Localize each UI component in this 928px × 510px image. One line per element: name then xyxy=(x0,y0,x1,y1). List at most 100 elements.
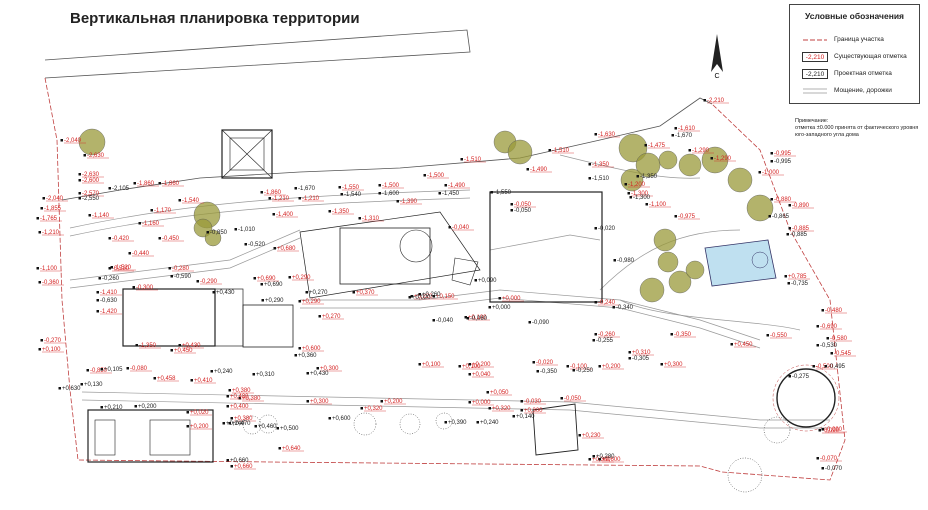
svg-text:-1,300: -1,300 xyxy=(633,195,651,201)
svg-text:-1,860: -1,860 xyxy=(162,181,180,187)
svg-text:-1,310: -1,310 xyxy=(362,216,380,222)
svg-text:+0,430: +0,430 xyxy=(182,343,201,349)
existing-elevation-label: -1,200 xyxy=(624,182,650,188)
existing-elevation-label: -1,100 xyxy=(645,202,671,208)
svg-text:-0,270: -0,270 xyxy=(44,338,62,344)
round-lawn xyxy=(776,368,836,428)
svg-text:-1,550: -1,550 xyxy=(342,185,360,191)
svg-text:-0,340: -0,340 xyxy=(616,305,634,311)
existing-elevation-label: -1,520 xyxy=(110,265,136,271)
project-elevation-label: -0,350 xyxy=(536,369,558,375)
svg-text:-1,855: -1,855 xyxy=(44,206,62,212)
existing-elevation-label: -0,690 xyxy=(816,324,842,330)
existing-elevation-label: -0,480 xyxy=(821,308,847,314)
svg-text:-0,350: -0,350 xyxy=(540,369,558,375)
svg-text:+0,660: +0,660 xyxy=(230,458,249,464)
svg-text:-0,040: -0,040 xyxy=(436,318,454,324)
gazebo xyxy=(221,129,273,179)
existing-elevation-label: -0,030 xyxy=(520,399,546,405)
svg-text:-0,250: -0,250 xyxy=(576,368,594,374)
svg-text:-0,530: -0,530 xyxy=(820,343,838,349)
existing-elevation-label: -1,630 xyxy=(594,132,620,138)
legend-label: Проектная отметка xyxy=(834,70,892,77)
project-elevation-label: -0,995 xyxy=(770,159,792,165)
svg-text:+0,150: +0,150 xyxy=(436,294,455,300)
svg-text:+0,450: +0,450 xyxy=(734,342,753,348)
legend-label: Мощение, дорожки xyxy=(834,87,892,94)
existing-elevation-label: -1,160 xyxy=(138,221,164,227)
existing-elevation-label: -1,290 xyxy=(688,148,714,154)
existing-elevation-label: +0,200 xyxy=(186,424,212,430)
svg-text:+0,630: +0,630 xyxy=(62,386,81,392)
svg-text:+0,400: +0,400 xyxy=(230,404,249,410)
svg-text:-0,070: -0,070 xyxy=(825,466,843,472)
svg-text:-1,350: -1,350 xyxy=(139,343,157,349)
svg-text:+0,300: +0,300 xyxy=(664,362,683,368)
existing-elevation-label: -0,270 xyxy=(40,338,66,344)
svg-text:-1,450: -1,450 xyxy=(442,191,460,197)
svg-text:-2,600: -2,600 xyxy=(82,178,100,184)
svg-text:-1,765: -1,765 xyxy=(40,216,58,222)
svg-text:-0,260: -0,260 xyxy=(102,276,120,282)
svg-text:+0,100: +0,100 xyxy=(468,315,487,321)
svg-text:+0,600: +0,600 xyxy=(332,416,351,422)
svg-text:+0,450: +0,450 xyxy=(174,348,193,354)
existing-elevation-label: +0,230 xyxy=(578,433,604,439)
existing-elevation-label: -1,410 xyxy=(96,290,122,296)
svg-text:-1,100: -1,100 xyxy=(649,202,667,208)
svg-text:-0,090: -0,090 xyxy=(822,428,840,434)
existing-elevation-label: -0,020 xyxy=(532,360,558,366)
existing-elevation-label: -1,170 xyxy=(150,208,176,214)
project-elevation-label: -0,020 xyxy=(594,226,616,232)
existing-elevation-label: +0,200 xyxy=(380,399,406,405)
page-title: Вертикальная планировка территории xyxy=(70,10,360,27)
svg-text:-1,510: -1,510 xyxy=(592,176,610,182)
svg-text:-0,020: -0,020 xyxy=(598,226,616,232)
svg-text:+0,020: +0,020 xyxy=(190,410,209,416)
existing-elevation-label: +0,458 xyxy=(153,376,179,382)
svg-text:+0,690: +0,690 xyxy=(257,276,276,282)
svg-text:-0,495: -0,495 xyxy=(828,364,846,370)
svg-text:+0,600: +0,600 xyxy=(602,457,621,463)
svg-text:-1,160: -1,160 xyxy=(142,221,160,227)
existing-elevation-label: +0,370 xyxy=(352,290,378,296)
svg-text:-1,100: -1,100 xyxy=(40,266,58,272)
svg-text:-0,975: -0,975 xyxy=(678,214,696,220)
existing-elevation-label: -1,765 xyxy=(36,216,62,222)
existing-elevation-label: -0,880 xyxy=(770,197,796,203)
svg-text:-1,670: -1,670 xyxy=(298,186,316,192)
svg-text:+0,270: +0,270 xyxy=(322,314,341,320)
existing-elevation-label: +0,300 xyxy=(316,366,342,372)
svg-text:-1,500: -1,500 xyxy=(382,183,400,189)
existing-elevation-label: -2,570 xyxy=(78,191,104,197)
svg-text:+0,785: +0,785 xyxy=(788,274,807,280)
buildings xyxy=(87,129,603,463)
note: Примечание: отметка ±0.000 принята от фа… xyxy=(795,118,925,139)
existing-elevation-sample: -2,210 xyxy=(802,52,828,62)
svg-text:-2,040: -2,040 xyxy=(46,196,64,202)
svg-text:+0,000: +0,000 xyxy=(502,296,521,302)
project-elevation-label: +0,290 xyxy=(261,298,284,304)
existing-elevation-label: -0,420 xyxy=(108,236,134,242)
svg-text:-1,350: -1,350 xyxy=(332,209,350,215)
svg-text:-0,255: -0,255 xyxy=(596,338,614,344)
project-elevation-label: -1,510 xyxy=(588,176,610,182)
existing-elevation-label: -2,630 xyxy=(83,153,109,159)
svg-text:-1,350: -1,350 xyxy=(640,174,658,180)
svg-text:-1,290: -1,290 xyxy=(714,156,732,162)
existing-elevation-label: -0,050 xyxy=(510,202,536,208)
svg-text:-2,210: -2,210 xyxy=(707,98,725,104)
svg-text:-0,050: -0,050 xyxy=(514,202,532,208)
legend-label: Граница участка xyxy=(834,36,884,43)
existing-elevation-label: -1,350 xyxy=(328,209,354,215)
svg-text:-1,510: -1,510 xyxy=(464,157,482,163)
project-elevation-label: +0,690 xyxy=(260,282,283,288)
project-elevation-label: +0,260 xyxy=(418,292,441,298)
note-label: Примечание: xyxy=(795,118,829,124)
svg-text:-0,995: -0,995 xyxy=(774,159,792,165)
svg-text:-1,300: -1,300 xyxy=(631,191,649,197)
svg-text:-0,020: -0,020 xyxy=(536,360,554,366)
svg-text:-1,500: -1,500 xyxy=(427,173,445,179)
svg-text:+0,000: +0,000 xyxy=(472,400,491,406)
existing-elevation-label: -1,610 xyxy=(674,126,700,132)
